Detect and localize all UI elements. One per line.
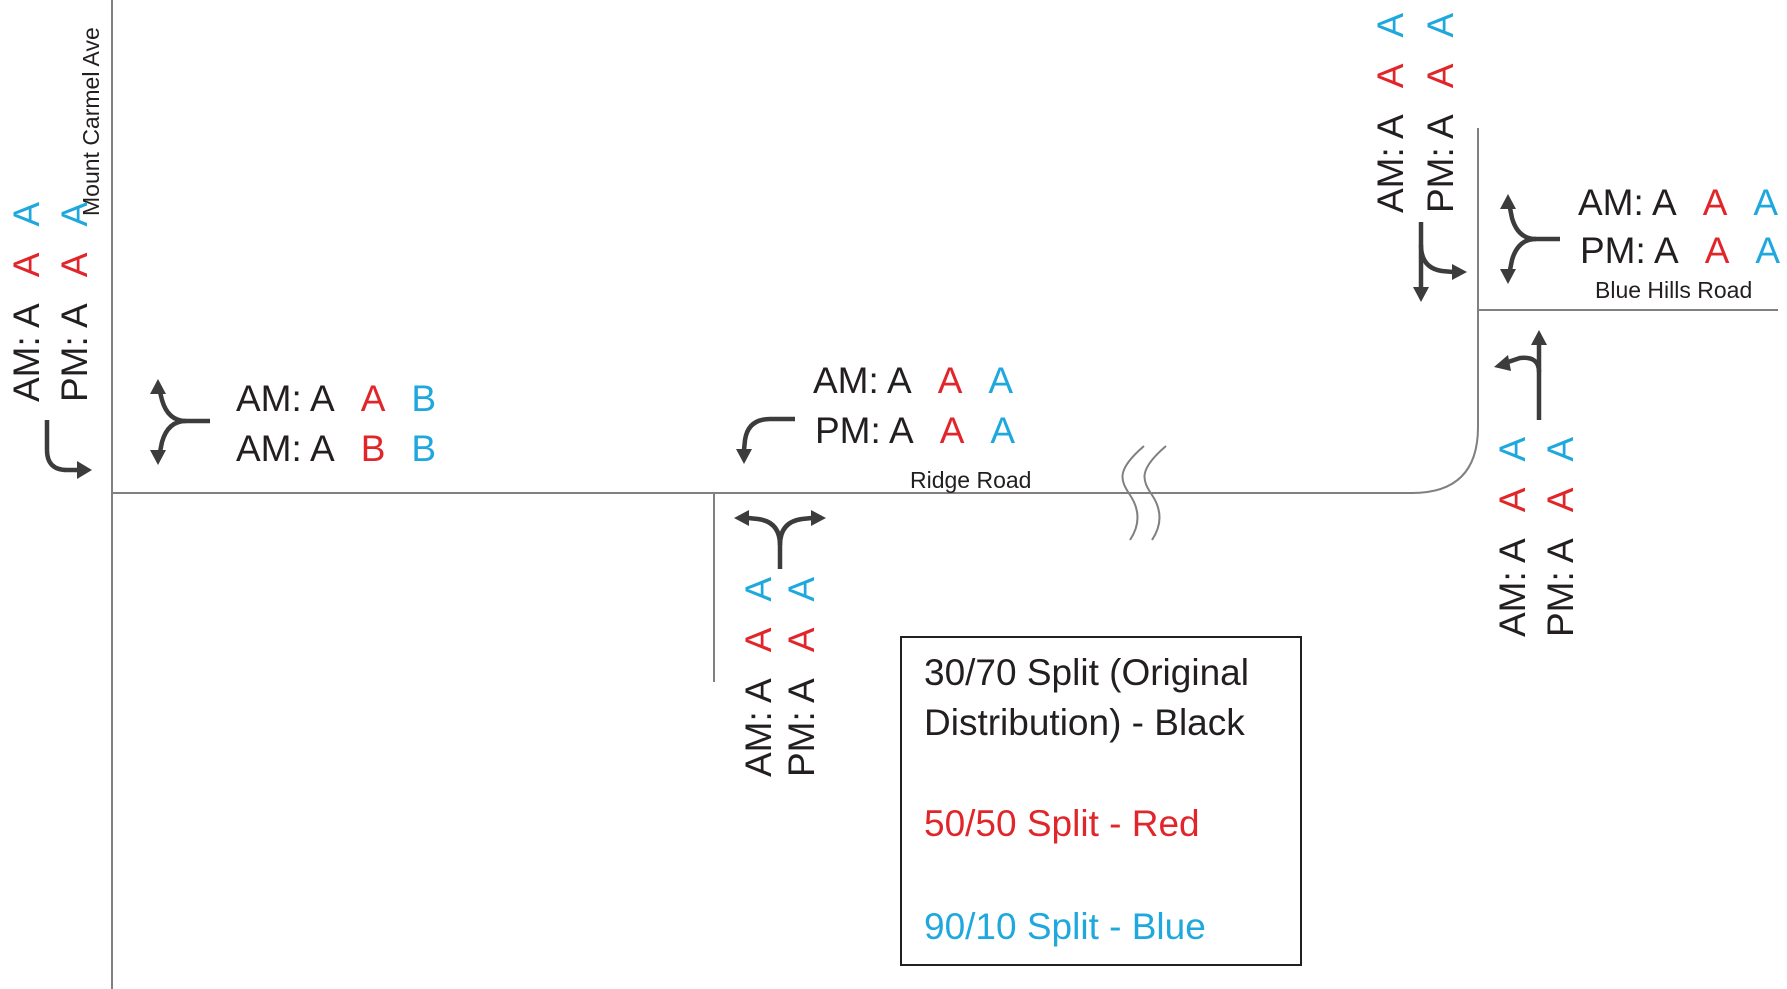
road-break-mark-left [1121, 445, 1145, 541]
arrowhead [1494, 355, 1511, 371]
arrowhead [1500, 269, 1516, 284]
los-label-bh-top-pm: PM: A AA [1420, 12, 1461, 213]
los-base: AM: A [6, 303, 47, 402]
los-label-bh-top-am: AM: A AA [1370, 12, 1411, 213]
bh-split-arrow-down [1507, 236, 1537, 271]
legend-line-blue: 90/10 Split - Blue [924, 906, 1206, 947]
los-label-bh-bot-pm: PM: A AA [1540, 436, 1581, 637]
los-blue: A [781, 576, 822, 602]
arrowhead [1452, 264, 1467, 280]
los-base: PM: A [1540, 538, 1581, 637]
legend-line-black-1: 30/70 Split (Original [924, 652, 1249, 693]
los-red: A [738, 627, 779, 653]
los-red: B [360, 428, 386, 469]
bh-north-turn-arrow [1507, 355, 1542, 373]
los-red: A [1702, 182, 1728, 223]
los-label-mc-am: AM: A AA [6, 201, 47, 402]
legend-box: 30/70 Split (Original Distribution) - Bl… [900, 636, 1302, 966]
arrowhead [150, 379, 166, 394]
los-base: PM: A [815, 410, 914, 451]
mc-split-arrow-down [157, 418, 187, 453]
los-base: PM: A [781, 678, 822, 777]
los-red: A [54, 252, 95, 278]
mc-split-arrow-up [157, 391, 210, 424]
los-red: A [939, 410, 965, 451]
los-red: A [1420, 63, 1461, 89]
los-base: AM: A [813, 360, 912, 401]
street-name-blue-hills-road: Blue Hills Road [1595, 277, 1753, 303]
los-base: AM: A [236, 378, 335, 419]
ridge-left-turn-arrow [741, 416, 795, 451]
los-red: A [360, 378, 386, 419]
los-blue: A [1753, 182, 1779, 223]
los-red: A [6, 252, 47, 278]
los-red: A [1540, 487, 1581, 513]
los-blue: B [411, 378, 437, 419]
los-label-ridge-sb-am: AM: A AA [738, 576, 779, 777]
street-name-mount-carmel: Mount Carmel Ave [78, 27, 104, 216]
los-base: PM: A [54, 303, 95, 402]
arrowhead [77, 461, 92, 479]
los-red: A [937, 360, 963, 401]
bh-split-arrow-up [1507, 207, 1560, 242]
los-base: AM: A [1492, 538, 1533, 637]
los-blue: A [1540, 436, 1581, 462]
legend-line-black-2: Distribution) - Black [924, 702, 1245, 743]
los-red: A [781, 627, 822, 653]
los-blue: A [738, 576, 779, 602]
los-base: PM: A [1420, 114, 1461, 213]
los-blue: B [411, 428, 437, 469]
los-label-ridge-sb-pm: PM: A AA [781, 576, 822, 777]
arrowhead [734, 510, 749, 526]
road-break-mark-right [1143, 445, 1167, 541]
bh-south-turn-arrow [1418, 244, 1454, 275]
arrowhead [811, 510, 826, 526]
los-blue: A [54, 201, 95, 227]
los-label-bh-bot-am: AM: A AA [1492, 436, 1533, 637]
los-base: AM: A [1578, 182, 1677, 223]
los-red: A [1370, 63, 1411, 89]
los-blue: A [1755, 230, 1781, 271]
los-blue: A [1420, 12, 1461, 38]
ridge-split-arrow-right [777, 515, 813, 546]
arrowhead [1500, 194, 1516, 209]
los-base: AM: A [1370, 114, 1411, 213]
los-label-mc-pm: PM: A AA [54, 201, 95, 402]
los-blue: A [988, 360, 1014, 401]
legend-line-red: 50/50 Split - Red [924, 803, 1200, 844]
ridge-road-curve [1411, 128, 1479, 494]
los-blue: A [990, 410, 1016, 451]
street-name-ridge-road: Ridge Road [910, 467, 1032, 493]
los-blue: A [6, 201, 47, 227]
arrowhead [736, 449, 752, 464]
mc-right-turn-arrow [44, 420, 80, 473]
los-base: PM: A [1580, 230, 1679, 271]
ridge-split-arrow-left [747, 515, 783, 569]
arrowhead [1413, 287, 1429, 302]
los-red: A [1492, 487, 1533, 513]
arrowhead [150, 450, 166, 465]
los-base: AM: A [738, 678, 779, 777]
los-base: AM: A [236, 428, 335, 469]
los-blue: A [1370, 12, 1411, 38]
arrowhead [1531, 330, 1547, 345]
los-red: A [1704, 230, 1730, 271]
los-blue: A [1492, 436, 1533, 462]
